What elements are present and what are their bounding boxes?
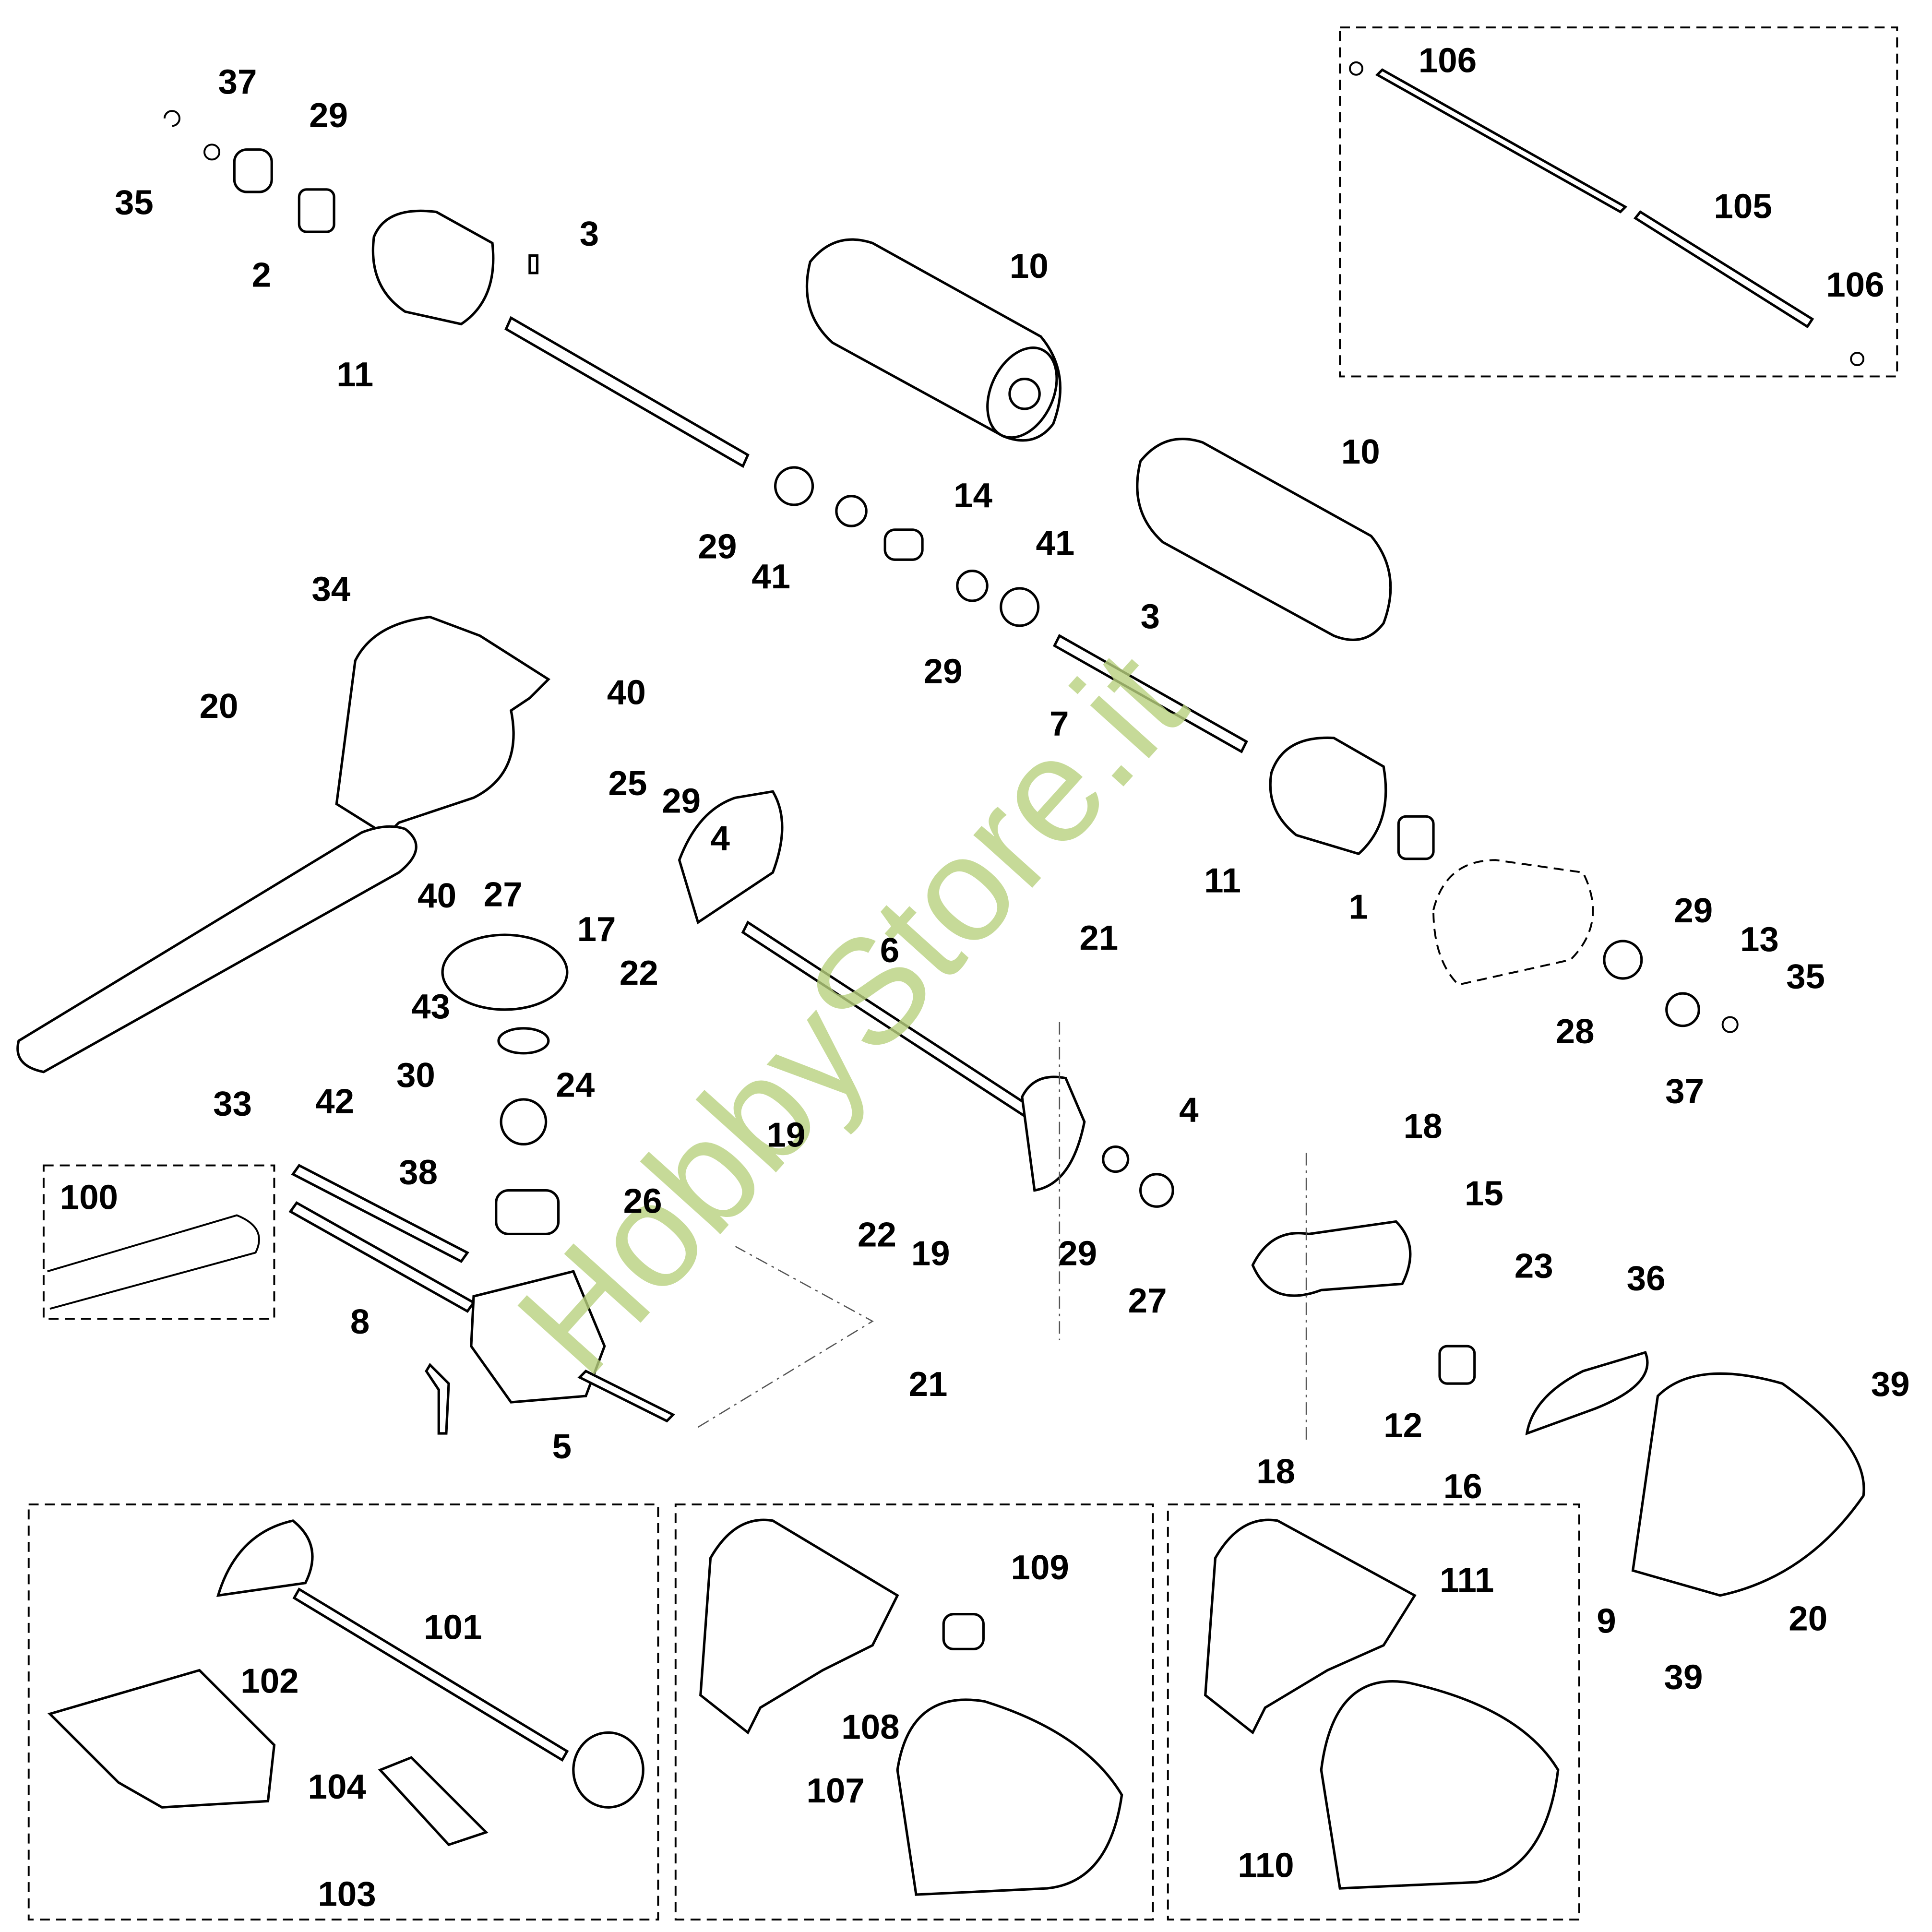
roller-10-lower [1136,438,1392,641]
option-box-shaft-105 [1339,26,1898,378]
callout-29: 29 [698,527,737,566]
callout-39: 39 [1871,1365,1910,1404]
callout-35: 35 [1786,957,1825,996]
option-box-cover-107 [674,1503,1154,1920]
callout-11: 11 [1204,861,1241,900]
callout-108: 108 [841,1707,899,1746]
callout-111: 111 [1440,1561,1494,1599]
callout-23: 23 [1515,1246,1553,1285]
callout-37: 37 [218,62,257,101]
callout-42: 42 [315,1082,354,1121]
callout-35: 35 [115,183,154,222]
callout-33: 33 [213,1085,252,1123]
callout-7: 7 [1049,704,1069,743]
callout-8: 8 [350,1302,370,1341]
callout-107: 107 [807,1771,865,1810]
callout-5: 5 [552,1427,572,1466]
callout-13: 13 [1740,920,1779,959]
callout-110: 110 [1238,1846,1294,1885]
callout-103: 103 [318,1874,376,1913]
belt-33 [16,825,417,1073]
callout-38: 38 [399,1153,438,1192]
cover-34 [335,616,550,837]
callout-41: 41 [751,557,790,596]
callout-19: 19 [766,1116,805,1155]
bearings-washers [774,466,1248,753]
callout-17: 17 [577,910,616,949]
callout-109: 109 [1011,1548,1069,1587]
callout-27: 27 [1128,1281,1167,1320]
callout-9: 9 [1597,1602,1616,1641]
callout-39: 39 [1664,1658,1703,1697]
callout-21: 21 [1079,918,1118,957]
belt-100 [47,1214,260,1310]
callout-29: 29 [662,782,701,821]
callout-6: 6 [880,931,899,970]
option-box-belt-100 [42,1164,275,1320]
drum-11-right [1269,736,1739,1033]
callout-102: 102 [240,1661,298,1700]
callout-15: 15 [1465,1174,1503,1213]
cover-108-107 [699,1518,1123,1896]
callout-30: 30 [396,1056,435,1095]
callout-12: 12 [1383,1406,1422,1445]
callout-29: 29 [1674,891,1713,930]
left-drum-assembly [163,110,750,468]
callout-106: 106 [1419,41,1477,80]
callout-101: 101 [424,1608,482,1647]
callout-3: 3 [580,215,599,253]
roller-10-upper [805,238,1061,442]
callout-37: 37 [1665,1072,1704,1111]
callout-34: 34 [311,570,350,608]
callout-36: 36 [1627,1259,1666,1298]
callout-29: 29 [924,652,963,691]
callout-106: 106 [1826,265,1884,304]
callout-104: 104 [308,1767,367,1806]
watermark: HobbyStore.it [486,620,1217,1406]
callout-11: 11 [336,355,373,394]
callout-24: 24 [556,1066,595,1105]
callout-18: 18 [1404,1107,1443,1145]
callout-29: 29 [309,96,348,135]
callout-16: 16 [1443,1467,1482,1506]
option-box-cover-110 [1167,1503,1580,1920]
cover-111-110 [1204,1518,1560,1890]
callout-14: 14 [954,476,992,515]
callout-4: 4 [1179,1091,1199,1130]
callout-20: 20 [1789,1599,1827,1638]
callout-19: 19 [911,1234,950,1273]
callout-18: 18 [1256,1452,1295,1491]
callout-20: 20 [200,687,239,726]
axle-101-assembly [47,1519,644,1847]
callout-1: 1 [1348,887,1368,926]
axle-6 [678,790,1174,1428]
callout-29: 29 [1058,1234,1097,1273]
callout-100: 100 [60,1178,118,1216]
callout-22: 22 [858,1215,896,1254]
callout-28: 28 [1556,1012,1595,1051]
callout-43: 43 [411,987,450,1026]
callout-41: 41 [1036,524,1074,562]
callout-25: 25 [608,764,647,803]
option-box-axle-101 [27,1503,659,1920]
callout-10: 10 [1341,432,1380,471]
callout-10: 10 [1010,247,1049,286]
callout-27: 27 [484,875,523,914]
callout-26: 26 [623,1181,662,1220]
callout-40: 40 [417,876,456,915]
callout-2: 2 [252,255,271,294]
callout-21: 21 [909,1365,948,1404]
drive-assembly-right [1251,1153,1865,1597]
callout-4: 4 [711,819,730,858]
callout-3: 3 [1141,597,1160,636]
callout-22: 22 [620,954,658,992]
shaft-105 [1349,61,1865,366]
gearbox-assembly [288,933,675,1435]
callout-40: 40 [607,673,646,712]
callout-105: 105 [1714,187,1772,226]
